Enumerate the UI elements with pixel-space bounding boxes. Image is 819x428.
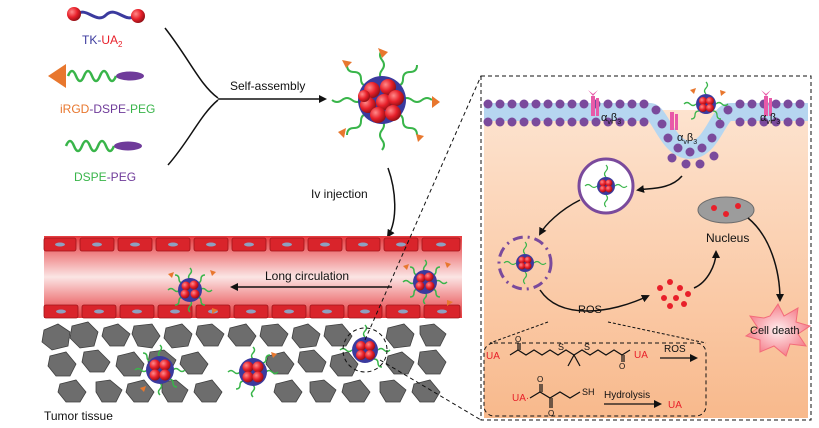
long-circulation-label: Long circulation <box>265 269 349 283</box>
ros-reaction-label: ROS <box>664 344 686 355</box>
reaction-box <box>483 321 707 417</box>
integrin-receptor-icon <box>670 112 678 130</box>
pathway-arrows <box>539 175 784 312</box>
nanoparticle-circulating-icon <box>402 259 453 306</box>
tumor-tissue-label: Tumor tissue <box>44 409 113 423</box>
merge-lines <box>164 27 327 166</box>
nanoparticle-tumor-icon <box>339 324 391 368</box>
hydrolysis-label: Hydrolysis <box>604 390 650 401</box>
ua-dot-label: UA· <box>512 393 529 404</box>
dspe-peg-molecule-icon <box>64 139 142 153</box>
integrin-label: αvβ3 <box>677 132 697 146</box>
o-label: O <box>537 375 543 384</box>
irgd-dspe-peg-molecule-icon <box>48 64 144 88</box>
thioketal-structure <box>509 343 631 367</box>
nucleus-label: Nucleus <box>706 231 749 245</box>
tk-ua2-molecule-icon <box>67 7 145 23</box>
endosome-rupture-icon <box>497 235 553 291</box>
integrin-label: αvβ3 <box>760 112 780 126</box>
ua-product-label: UA <box>668 400 682 411</box>
ua-label: UA <box>486 351 500 362</box>
irgd-dspe-peg-label: iRGD-DSPE-PEG <box>60 102 155 116</box>
nanoparticle-tumor-icon <box>227 346 279 398</box>
integrin-label: αvβ3 <box>601 112 621 126</box>
self-assembly-label: Self-assembly <box>230 79 305 93</box>
nanoparticle-circulating-icon <box>167 267 218 314</box>
sh-label: SH <box>582 387 595 397</box>
iv-injection-label: Iv injection <box>311 187 368 201</box>
integrin-receptor-icon <box>588 90 599 116</box>
endosome-icon <box>577 157 635 215</box>
mercapto-structure <box>529 384 581 408</box>
nanoparticle-large-icon <box>331 48 440 151</box>
o-label: O <box>619 362 625 371</box>
nanoparticle-binding-icon <box>683 81 729 120</box>
o-label: O <box>515 335 521 344</box>
ua-label: UA <box>634 350 648 361</box>
cell-death-label: Cell death <box>750 325 800 337</box>
blood-vessel <box>43 236 462 319</box>
dspe-peg-label: DSPE-PEG <box>74 170 136 184</box>
released-ua-icon <box>657 279 691 309</box>
nucleus-icon <box>697 196 755 224</box>
cell-cytoplasm <box>484 110 808 418</box>
cell-membrane <box>483 99 808 169</box>
zoom-lines <box>342 75 482 421</box>
o-label: O <box>548 409 554 418</box>
nanoparticle-tumor-icon <box>134 344 186 396</box>
integrin-receptor-icon <box>761 90 772 116</box>
cell-death-icon <box>744 303 812 357</box>
iv-injection-arrow <box>386 167 396 238</box>
s-label: S <box>584 342 590 352</box>
tk-ua2-label: TK-UA2 <box>82 33 123 49</box>
ros-label: ROS <box>578 304 602 316</box>
s-label: S <box>558 342 564 352</box>
